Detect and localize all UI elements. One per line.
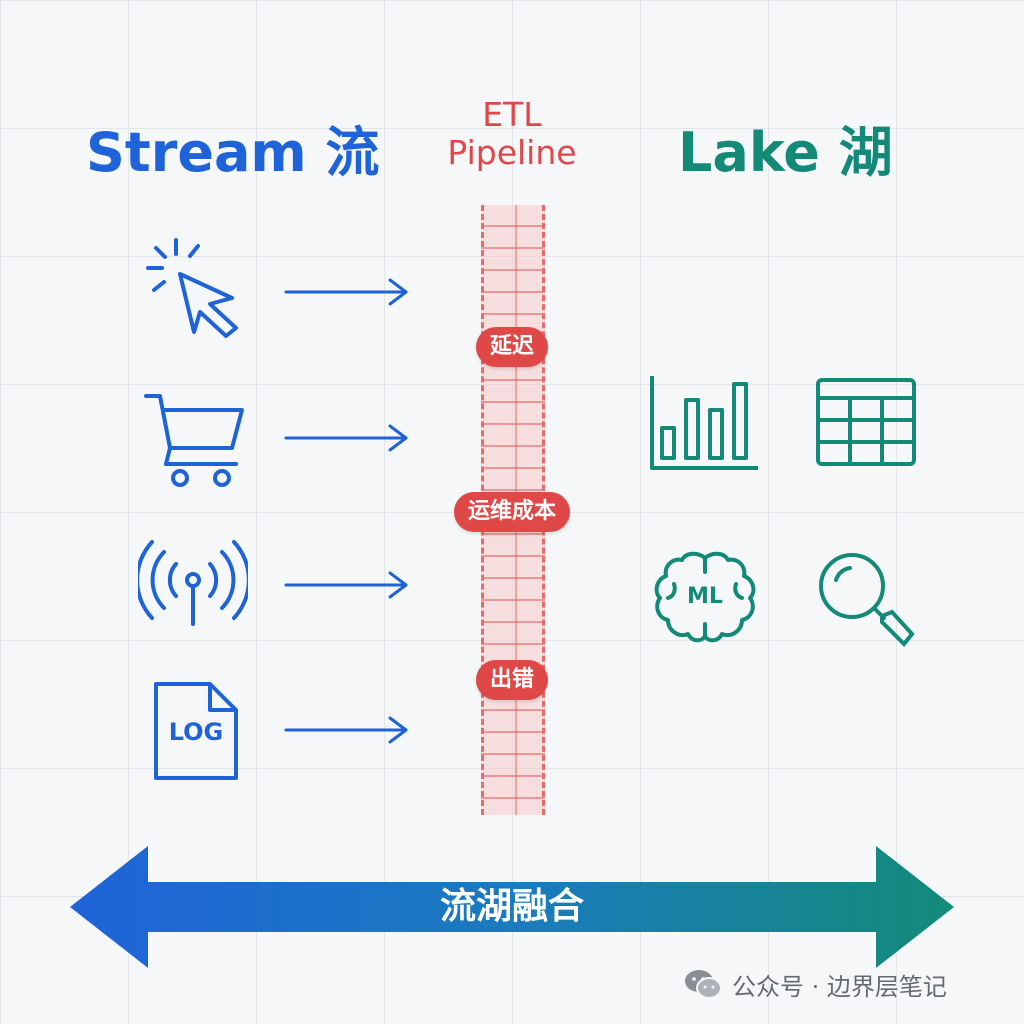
cursor-click-icon <box>140 232 250 342</box>
magnifier-icon <box>814 550 918 650</box>
flow-arrow-3 <box>284 571 408 599</box>
etl-pipeline-title: ETL Pipeline <box>412 96 612 172</box>
fusion-double-arrow <box>70 846 954 968</box>
barrier-badge-error: 出错 <box>475 660 549 700</box>
table-icon <box>814 376 918 468</box>
watermark-text: 公众号 · 边界层笔记 <box>732 972 947 1001</box>
shopping-cart-icon <box>140 386 250 496</box>
flow-arrow-2 <box>284 424 408 452</box>
flow-arrow-4 <box>284 716 408 744</box>
log-file-label: LOG <box>168 718 224 746</box>
flow-arrow-1 <box>284 278 408 306</box>
barrier-badge-latency: 延迟 <box>475 327 549 367</box>
signal-broadcast-icon <box>138 540 248 630</box>
watermark: 公众号 · 边界层笔记 <box>684 964 947 1004</box>
etl-title-line-2: Pipeline <box>447 133 577 172</box>
brain-ml-label: ML <box>687 584 723 609</box>
wechat-icon <box>685 970 722 999</box>
stream-title: Stream 流 <box>86 121 380 184</box>
etl-title-line-1: ETL <box>482 95 542 134</box>
lake-title: Lake 湖 <box>678 121 893 184</box>
brain-ml-icon: ML <box>650 550 760 644</box>
bar-chart-icon <box>648 374 760 472</box>
log-file-icon: LOG <box>150 680 242 784</box>
barrier-badge-ops-cost: 运维成本 <box>453 492 571 532</box>
fusion-label: 流湖融合 <box>439 886 584 927</box>
